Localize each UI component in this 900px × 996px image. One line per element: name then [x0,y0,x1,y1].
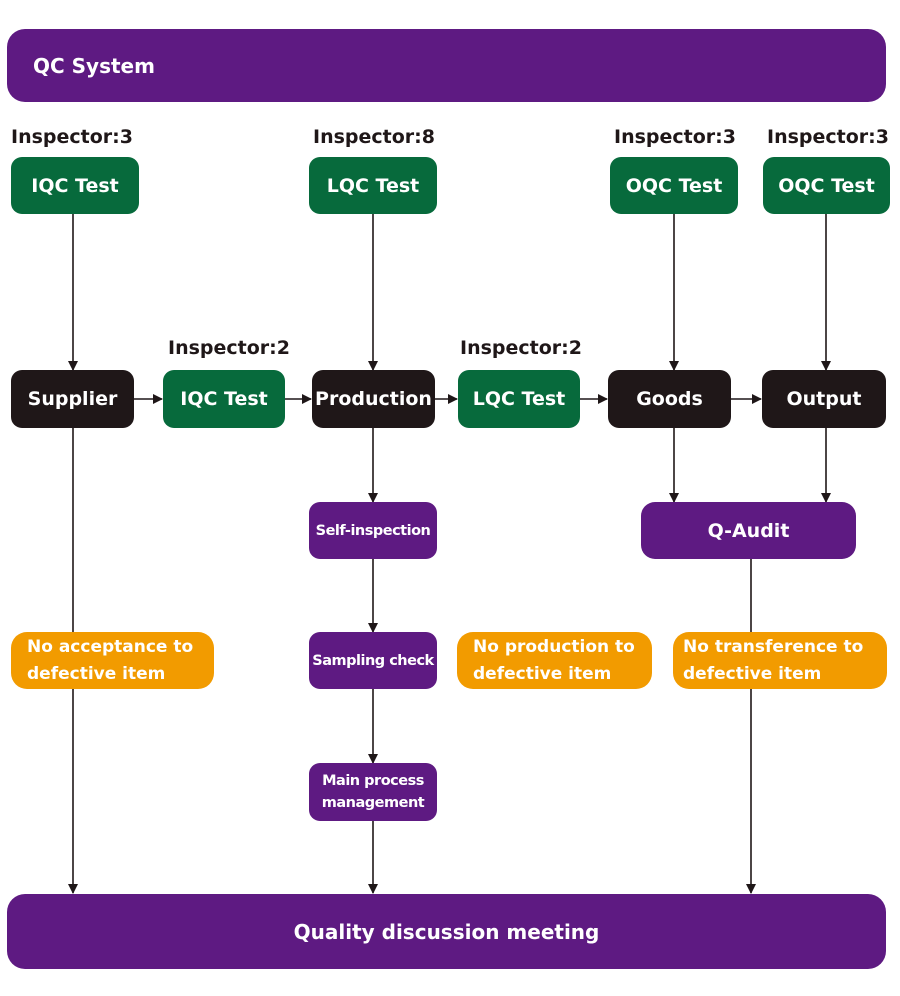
output-stage: Output [762,370,886,428]
sampling-check-step: Sampling check [309,632,437,689]
oqc-test-output: OQC Test [763,157,890,214]
quality-discussion-meeting: Quality discussion meeting [7,894,886,969]
iqc-test-mid: IQC Test [163,370,285,428]
inspector-label-iqc-top: Inspector:3 [11,126,133,148]
inspector-label-oqc-goods: Inspector:3 [614,126,736,148]
iqc-test-top: IQC Test [11,157,139,214]
oqc-test-goods: OQC Test [610,157,738,214]
header-title: QC System [33,53,155,78]
lqc-test-mid: LQC Test [458,370,580,428]
production-stage: Production [312,370,435,428]
inspector-label-lqc-top: Inspector:8 [313,126,435,148]
no-acceptance-note: No acceptance to defective item [11,632,214,689]
footer-title: Quality discussion meeting [293,919,600,944]
inspector-label-oqc-output: Inspector:3 [767,126,889,148]
lqc-test-top: LQC Test [309,157,437,214]
no-production-note: No production to defective item [457,632,652,689]
no-transference-note: No transference to defective item [673,632,887,689]
supplier-stage: Supplier [11,370,134,428]
qc-system-header: QC System [7,29,886,102]
q-audit-step: Q-Audit [641,502,856,559]
self-inspection-step: Self-inspection [309,502,437,559]
goods-stage: Goods [608,370,731,428]
inspector-label-iqc-mid: Inspector:2 [168,337,290,359]
main-process-management-step: Main process management [309,763,437,821]
inspector-label-lqc-mid: Inspector:2 [460,337,582,359]
